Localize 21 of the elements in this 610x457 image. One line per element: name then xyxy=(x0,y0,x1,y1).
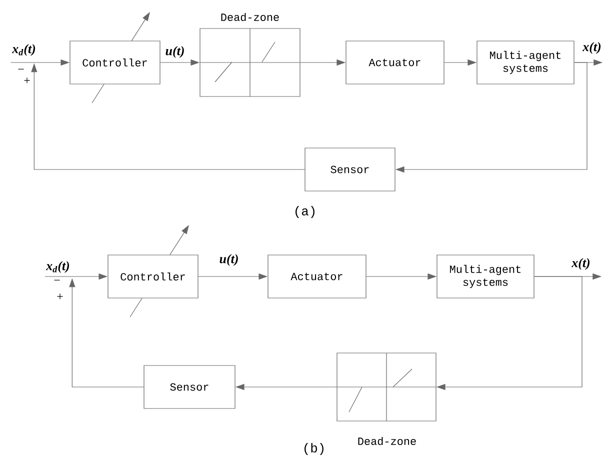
process-box: Controller xyxy=(108,254,198,298)
box-heading: Dead-zone xyxy=(358,436,416,446)
sign-label: − xyxy=(18,68,24,70)
sign-label: + xyxy=(57,294,63,300)
signal-label: u(t) xyxy=(166,46,184,58)
panel-caption: (b) xyxy=(304,442,324,456)
process-box: Actuator xyxy=(268,254,366,298)
panel-caption: (a) xyxy=(296,206,314,218)
process-box: Multi-agent systems xyxy=(476,40,574,84)
signal-label: x$_{d}$(t) xyxy=(46,261,70,273)
signal-label: u(t) xyxy=(220,254,238,266)
sign-label: + xyxy=(24,78,30,84)
process-box: Controller xyxy=(70,40,160,84)
signal-label: x(t) xyxy=(572,258,590,270)
process-box: Sensor xyxy=(304,148,396,192)
process-box: Actuator xyxy=(346,40,444,84)
signal-label: x$_{d}$(t) xyxy=(12,44,36,56)
process-box: Sensor xyxy=(144,365,236,409)
signal-label: x(t) xyxy=(582,42,601,54)
box-heading: Dead-zone xyxy=(221,12,279,22)
process-box: Multi-agent systems xyxy=(436,254,534,298)
